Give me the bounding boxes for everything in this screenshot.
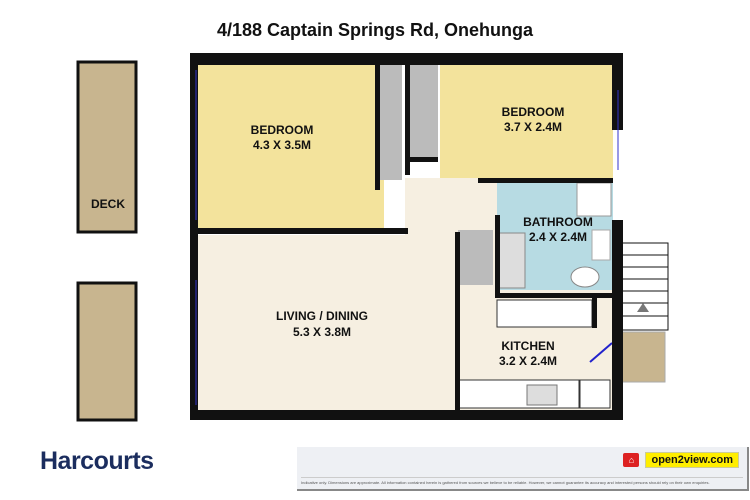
room-name: KITCHEN [501,339,554,353]
vanity [591,229,611,261]
windows [195,70,619,405]
wardrobe [380,65,402,180]
room-name: DECK [91,197,125,211]
footer-box: ⌂ open2view.com Indicative only. Dimensi… [297,447,749,491]
cupboard [458,230,493,285]
room-name: BATHROOM [523,215,593,229]
deck-upper [76,60,138,234]
bedroom-1 [198,65,384,232]
harcourts-logo: Harcourts [40,447,154,475]
kitchen-bench [496,299,593,328]
wardrobe [410,65,438,160]
deck-lower [76,281,138,422]
bedroom-2 [440,65,613,178]
living-dining [198,235,455,410]
room-size: 3.7 X 2.4M [504,120,562,134]
landing [619,331,666,383]
sink [526,384,558,406]
room-name: LIVING / DINING [276,309,368,323]
stairs-arrow-icon [637,303,649,312]
door [589,342,613,363]
shower [576,182,612,217]
open2view-logo: ⌂ open2view.com [623,452,739,468]
stairs [620,242,669,331]
room-size: 3.2 X 2.4M [499,354,557,368]
walls [190,53,623,420]
toilet [570,266,600,288]
kitchen-counter [458,379,580,409]
room-size: 5.3 X 3.8M [293,325,351,339]
open2view-name: open2view.com [645,452,739,468]
disclaimer: Indicative only. Dimensions are approxim… [301,477,743,485]
page-title: 4/188 Captain Springs Rd, Onehunga [216,20,534,40]
cooktop [579,379,611,409]
room-size: 2.4 X 2.4M [529,230,587,244]
room-name: BEDROOM [251,123,314,137]
house-icon: ⌂ [623,453,640,467]
room-name: BEDROOM [502,105,565,119]
laundry-tub [497,232,526,289]
room-size: 4.3 X 3.5M [253,138,311,152]
